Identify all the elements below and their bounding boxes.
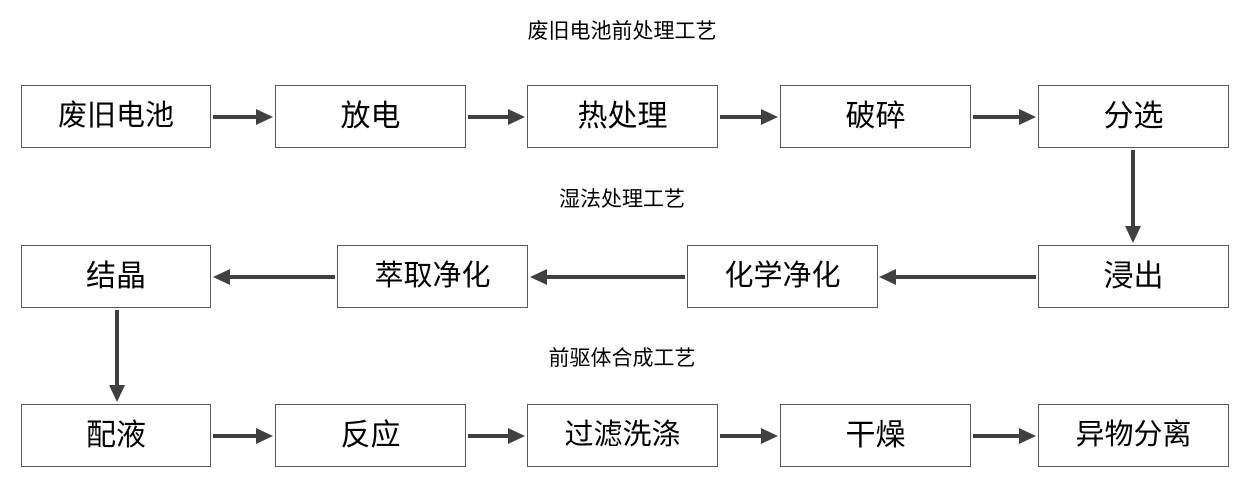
arrow-heat-treat-to-crushing [720,109,778,125]
process-node-label: 干燥 [845,418,906,452]
process-node-label: 浸出 [1103,259,1164,293]
process-node-label: 热处理 [577,99,668,133]
process-node-discharge[interactable]: 放电 [275,85,466,148]
process-node-waste-battery[interactable]: 废旧电池 [21,85,211,148]
arrow-reaction-to-filter-wash [468,428,525,444]
arrow-discharge-to-heat-treat [468,109,525,125]
arrow-leaching-to-chem-purify [879,269,1036,285]
process-node-label: 配液 [86,418,146,452]
arrow-drying-to-foreign-separate [973,428,1036,444]
arrow-solution-prep-to-reaction [213,428,273,444]
process-node-label: 异物分离 [1075,419,1192,451]
process-node-label: 放电 [340,99,401,133]
section-title-pretreatment: 废旧电池前处理工艺 [527,19,717,43]
process-node-extraction[interactable]: 萃取净化 [337,245,528,308]
process-node-chem-purify[interactable]: 化学净化 [687,245,878,308]
process-node-drying[interactable]: 干燥 [780,404,971,467]
arrow-crushing-to-sorting [973,109,1036,125]
section-title-precursor: 前驱体合成工艺 [548,346,696,370]
arrow-crystallization-to-solution-prep [109,310,125,402]
process-node-reaction[interactable]: 反应 [275,404,466,467]
process-node-label: 过滤洗涤 [564,419,681,451]
process-node-foreign-separate[interactable]: 异物分离 [1038,404,1229,467]
arrow-extraction-to-crystallization [213,269,335,285]
process-node-heat-treat[interactable]: 热处理 [527,85,718,148]
arrow-waste-battery-to-discharge [213,109,273,125]
process-node-leaching[interactable]: 浸出 [1038,245,1229,308]
arrow-chem-purify-to-extraction [530,269,685,285]
process-node-label: 化学净化 [724,260,841,292]
process-node-crystallization[interactable]: 结晶 [21,245,211,308]
process-node-label: 结晶 [86,259,146,293]
process-node-label: 反应 [340,418,401,452]
section-title-hydrometallurgy: 湿法处理工艺 [559,187,685,211]
process-node-crushing[interactable]: 破碎 [780,85,971,148]
process-node-sorting[interactable]: 分选 [1038,85,1229,148]
arrow-sorting-to-leaching [1125,150,1141,243]
process-node-label: 破碎 [845,99,906,133]
process-node-filter-wash[interactable]: 过滤洗涤 [527,404,718,467]
process-node-label: 萃取净化 [374,260,491,292]
process-node-label: 分选 [1103,99,1164,133]
arrow-filter-wash-to-drying [720,428,778,444]
process-node-label: 废旧电池 [57,100,174,132]
process-node-solution-prep[interactable]: 配液 [21,404,211,467]
